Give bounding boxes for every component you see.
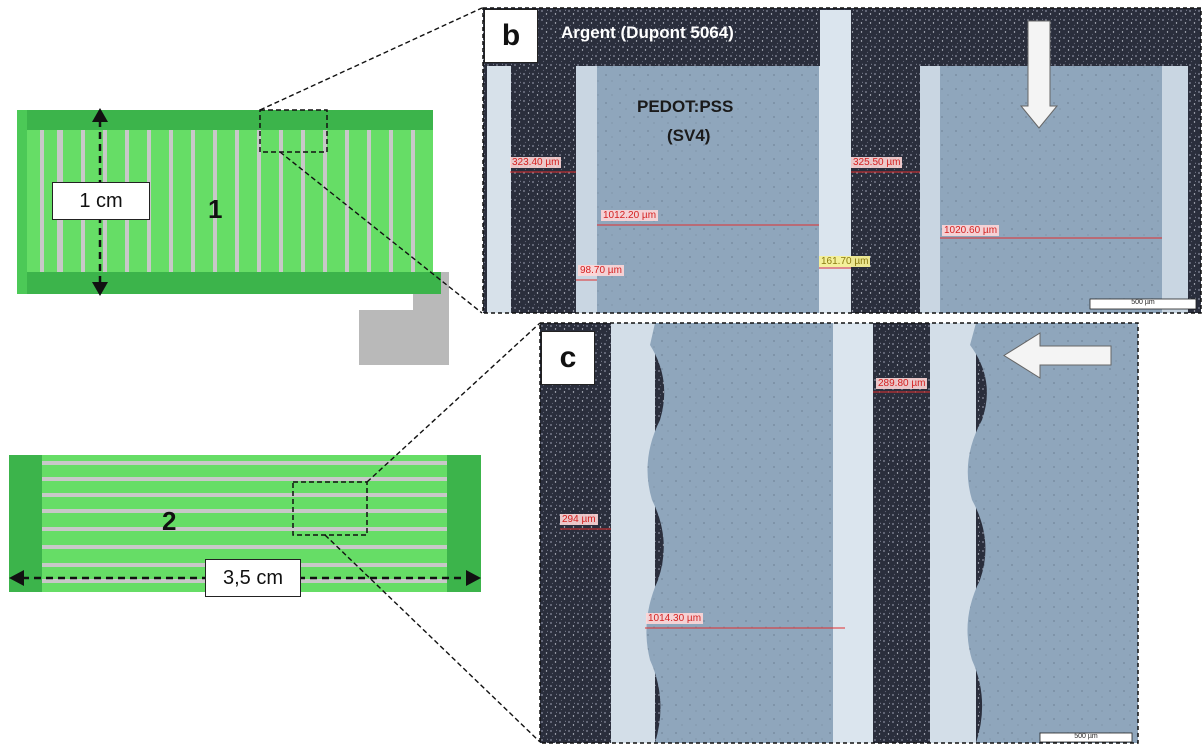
schematic-1-fingers [27, 110, 433, 294]
scale-bar-c [1039, 732, 1133, 743]
zoom-box-1 [259, 109, 328, 153]
zoom-connectors [259, 7, 541, 743]
scale-bar-label: 500 µm [1074, 733, 1098, 740]
measurement-label: 1014.30 µm [646, 613, 704, 624]
schematic-1-bottom-electrode [17, 272, 441, 294]
schematic-2-left-electrode [9, 455, 42, 592]
measurement-label: 98.70 µm [578, 265, 624, 276]
measurement-label: 1012.20 µm [601, 210, 659, 221]
measurement-label: 161.70 µm [819, 256, 871, 267]
scale-bar-label: 500 µm [1131, 299, 1155, 306]
measurement-label: 1020.60 µm [942, 225, 1000, 236]
micrograph-c [539, 322, 1139, 744]
contact-pad [359, 272, 449, 365]
pedot-label-line2: (SV4) [667, 126, 711, 145]
schematic-1 [17, 108, 449, 365]
arrow-down-icon [1019, 20, 1059, 129]
dimension-label-1: 1 cm [52, 182, 150, 220]
schematic-1-top-electrode [17, 110, 433, 130]
schematic-2-right-electrode [447, 455, 481, 592]
arrow-left-icon [1003, 332, 1112, 379]
measurement-label: 289.80 µm [876, 378, 928, 389]
scale-bar-b [1089, 298, 1197, 310]
panel-b-letter: b [484, 9, 538, 63]
schematic-2-number: 2 [162, 506, 177, 536]
schematic-1-number: 1 [208, 194, 223, 224]
pedot-label-line1: PEDOT:PSS [637, 97, 734, 116]
measurement-label: 323.40 µm [510, 157, 562, 168]
panel-c-letter: c [541, 331, 595, 385]
zoom-box-2 [292, 481, 368, 536]
measurement-label: 294 µm [560, 514, 598, 525]
silver-label: Argent (Dupont 5064) [561, 23, 734, 42]
dimension-label-2: 3,5 cm [205, 559, 301, 597]
measurement-label: 325.50 µm [851, 157, 903, 168]
